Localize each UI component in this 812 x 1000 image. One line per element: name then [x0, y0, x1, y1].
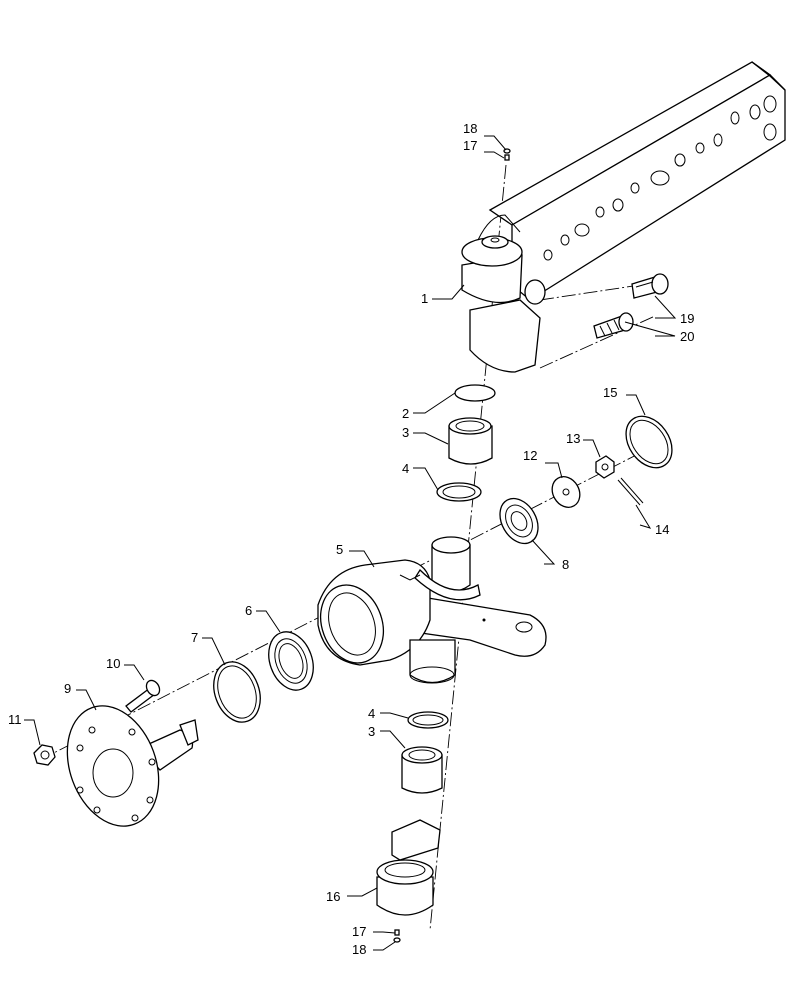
callout-4-upper: 4 [402, 461, 409, 476]
hub-bolt-holes [76, 726, 156, 822]
callout-6: 6 [245, 603, 252, 618]
callout-18-upper: 18 [463, 121, 477, 136]
grease-fitting-upper-parts-17-18 [503, 148, 511, 161]
seal-ring-part-4-upper [436, 482, 482, 502]
nut-part-13 [595, 455, 615, 479]
shim-part-2 [454, 384, 496, 402]
callout-15: 15 [603, 385, 617, 400]
beam-holes [543, 95, 777, 261]
callout-2: 2 [402, 406, 409, 421]
bearing-part-8 [499, 497, 539, 545]
callout-19: 19 [680, 311, 694, 326]
callout-1: 1 [421, 291, 428, 306]
cap-part-15 [625, 415, 673, 469]
callout-3-upper: 3 [402, 425, 409, 440]
wheel-nut-part-11 [33, 744, 56, 766]
callout-5: 5 [336, 542, 343, 557]
callout-17-lower: 17 [352, 924, 366, 939]
washer-part-12 [551, 476, 581, 508]
bushing-part-3-upper [448, 417, 493, 465]
callout-8: 8 [562, 557, 569, 572]
spindle-hub-part-9 [66, 705, 199, 827]
callout-9: 9 [64, 681, 71, 696]
callout-17-upper: 17 [463, 138, 477, 153]
wheel-bolt-part-10 [125, 679, 161, 713]
grease-fitting-lower-parts-17-18 [393, 929, 401, 943]
callout-11: 11 [8, 712, 22, 727]
bushing-part-3-lower [401, 746, 443, 794]
callout-13: 13 [566, 431, 580, 446]
axle-beam-part-1 [461, 61, 786, 373]
o-ring-part-7 [213, 661, 261, 723]
callout-20: 20 [680, 329, 694, 344]
steering-knuckle-part-5 [317, 536, 547, 684]
callout-14: 14 [655, 522, 669, 537]
leader-lines [24, 135, 677, 951]
callout-10: 10 [106, 656, 120, 671]
seal-ring-part-4-lower [407, 711, 449, 729]
callout-labels: 18 17 1 19 20 15 2 3 13 12 4 14 5 8 6 7 … [8, 121, 694, 957]
callout-18-lower: 18 [352, 942, 366, 957]
callout-4-lower: 4 [368, 706, 375, 721]
callout-7: 7 [191, 630, 198, 645]
bolt-part-19 [631, 273, 669, 299]
stud-part-20 [593, 312, 634, 339]
callout-16: 16 [326, 889, 340, 904]
callout-12: 12 [523, 448, 537, 463]
seal-part-6 [268, 631, 314, 691]
lower-pivot-housing-part-16 [376, 819, 441, 916]
callout-3-lower: 3 [368, 724, 375, 739]
cotter-pin-part-14 [617, 477, 644, 506]
